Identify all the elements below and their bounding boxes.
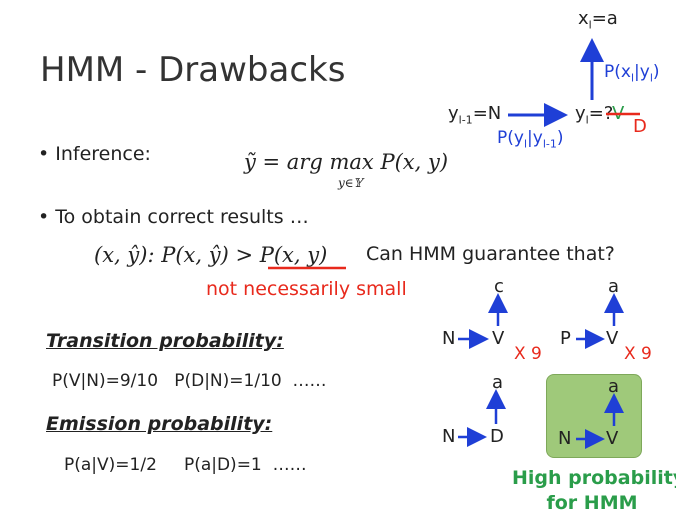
example2-tag2: V — [606, 328, 619, 349]
guarantee-question: Can HMM guarantee that? — [366, 243, 615, 265]
bullet-inference: • Inference: — [38, 143, 151, 165]
emission-heading: Emission probability: — [46, 413, 273, 435]
example3-word: a — [492, 372, 504, 393]
bullet-correct-results: • To obtain correct results … — [38, 206, 309, 228]
emission-prob-label: P(xl|yl) — [604, 62, 660, 85]
example4-word: a — [608, 376, 620, 397]
transition-prob-label: P(yl|yl-1) — [497, 128, 564, 151]
example4-tag2: V — [606, 428, 619, 449]
example2-word: a — [608, 276, 620, 297]
example4-tag1: N — [558, 428, 572, 449]
x-node-label: xl=a — [578, 8, 618, 32]
slide-title: HMM - Drawbacks — [40, 50, 346, 90]
example3-tag1: N — [442, 426, 456, 447]
example1-tag1: N — [442, 328, 456, 349]
y-curr-node: yl=? — [575, 103, 614, 127]
y-prev-node: yl-1=N — [448, 103, 502, 127]
option-d: D — [633, 116, 647, 137]
transition-values: P(V|N)=9/10 P(D|N)=1/10 …… — [52, 371, 327, 391]
example2-count: X 9 — [624, 344, 652, 364]
high-probability-caption: High probability for HMM — [512, 467, 676, 514]
transition-heading: Transition probability: — [46, 330, 284, 352]
example1-word: c — [494, 276, 504, 297]
emission-values: P(a|V)=1/2 P(a|D)=1 …… — [64, 455, 307, 475]
example2-tag1: P — [560, 328, 571, 349]
compare-formula: (x, ŷ): P(x, ŷ) > P(x, y) — [94, 243, 328, 267]
example1-count: X 9 — [514, 344, 542, 364]
inference-formula: ỹ = arg max P(x, y) — [244, 150, 449, 174]
example1-tag2: V — [492, 328, 505, 349]
not-small-note: not necessarily small — [206, 278, 407, 300]
example3-tag2: D — [490, 426, 504, 447]
inference-subscript: y∈𝕐 — [338, 176, 363, 190]
